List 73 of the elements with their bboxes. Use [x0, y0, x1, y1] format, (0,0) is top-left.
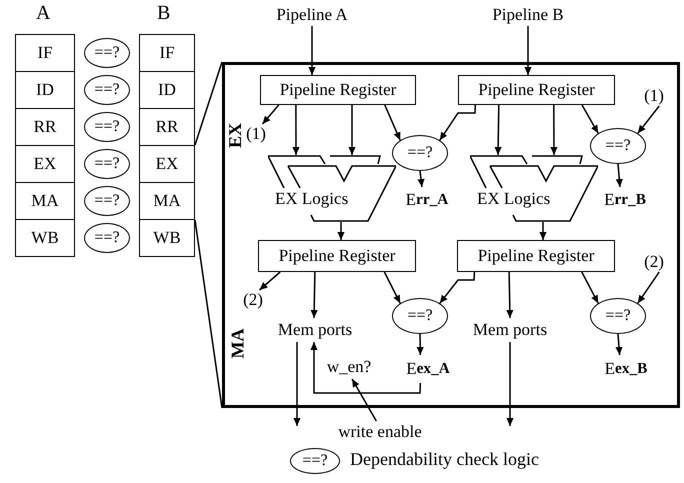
compare-oval: ==? — [84, 38, 130, 68]
arrow — [550, 105, 558, 155]
arrow — [293, 342, 301, 426]
arrow — [494, 104, 502, 156]
register-box: Pipeline Register — [458, 75, 615, 105]
register-box: Pipeline Register — [258, 240, 416, 272]
stage-box: RR — [15, 108, 75, 146]
node-label: Mem ports — [265, 318, 365, 342]
arrow — [615, 334, 623, 356]
stage-box: IF — [15, 34, 75, 72]
arrow — [581, 104, 599, 134]
stage-box: MA — [139, 182, 195, 220]
stage-label: EX — [225, 123, 246, 148]
arrow — [439, 272, 476, 304]
column-heading: A — [36, 2, 50, 25]
arrow — [308, 26, 316, 75]
arrow — [524, 26, 532, 75]
node-label: write enable — [318, 421, 442, 443]
register-box: Pipeline Register — [457, 240, 615, 272]
arrow — [337, 222, 345, 240]
arrow — [259, 271, 281, 291]
node-label: (1) — [641, 86, 667, 106]
stage-box: RR — [139, 108, 195, 146]
compare-oval: ==? — [290, 448, 340, 474]
arrow — [384, 272, 401, 304]
compare-oval: ==? — [392, 135, 448, 171]
arrow — [637, 272, 660, 304]
node-label: (2) — [641, 252, 667, 272]
column-heading: B — [157, 2, 170, 25]
arrow — [506, 272, 514, 318]
stage-box: MA — [15, 182, 75, 220]
compare-oval: ==? — [84, 112, 130, 142]
stage-box: WB — [139, 219, 195, 257]
arrow — [506, 342, 514, 426]
stage-box: ID — [139, 71, 195, 109]
compare-oval: ==? — [84, 186, 130, 216]
node-label: Pipeline B — [478, 4, 578, 26]
node-label: Pipeline A — [262, 4, 362, 26]
node-label: w_en? — [318, 355, 380, 379]
arrow — [417, 170, 425, 188]
arrow — [310, 272, 318, 318]
compare-oval: ==? — [590, 298, 646, 334]
node-label: (1) — [243, 124, 269, 144]
stage-box: WB — [15, 219, 75, 257]
zoom-line — [194, 220, 223, 408]
arrow — [262, 104, 280, 124]
stage-label: MA — [228, 328, 248, 358]
arrow — [348, 105, 356, 155]
stage-box: IF — [139, 34, 195, 72]
node-label: (2) — [240, 290, 266, 310]
node-label: Mem ports — [460, 318, 560, 342]
arrow — [351, 378, 377, 422]
arrow — [439, 104, 476, 141]
zoom-line — [194, 62, 223, 146]
arrow — [616, 164, 623, 188]
arrow — [581, 272, 599, 304]
legend-text: Dependability check logic — [350, 449, 539, 470]
arrow — [539, 222, 547, 240]
arrow — [416, 334, 424, 356]
compare-oval: ==? — [590, 128, 646, 164]
compare-oval: ==? — [84, 223, 130, 253]
arrow — [292, 105, 300, 155]
compare-oval: ==? — [84, 149, 130, 179]
stage-box: EX — [139, 145, 195, 183]
stage-box: EX — [15, 145, 75, 183]
compare-oval: ==? — [84, 75, 130, 105]
arrow — [384, 104, 401, 141]
compare-oval: ==? — [392, 298, 448, 334]
arrow — [637, 106, 660, 134]
arrow — [310, 342, 422, 394]
detail-frame — [222, 62, 680, 408]
register-box: Pipeline Register — [260, 75, 416, 105]
stage-box: ID — [15, 71, 75, 109]
